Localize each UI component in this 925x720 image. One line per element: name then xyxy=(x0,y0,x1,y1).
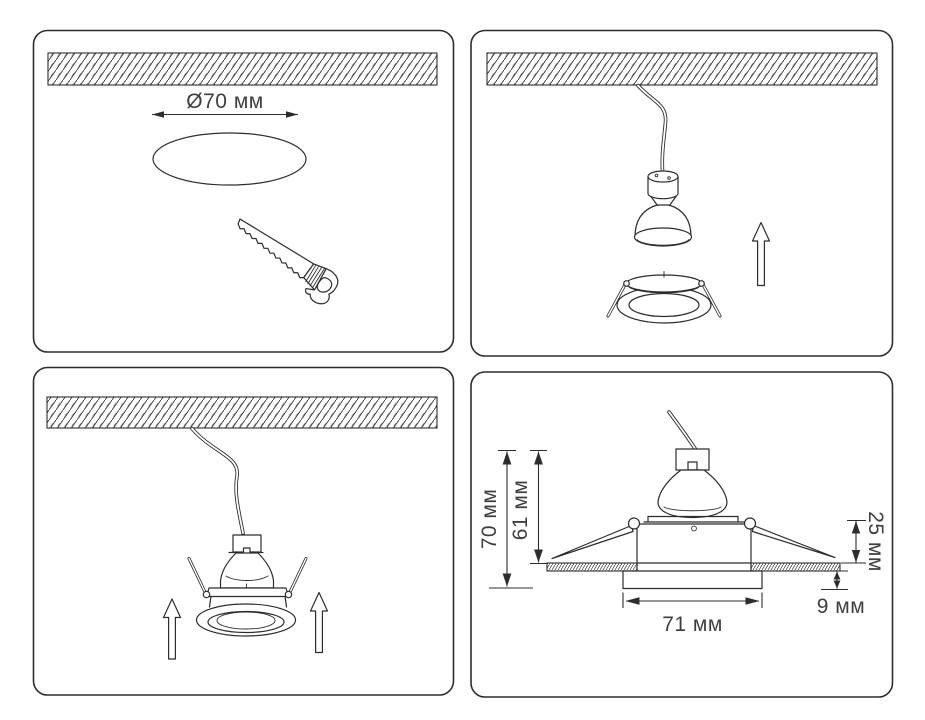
saw-blade xyxy=(237,218,315,279)
panel-step2-insert xyxy=(470,29,894,357)
hole-diameter-dimension xyxy=(152,111,298,118)
lamp-bulb xyxy=(633,170,693,247)
trim-ring xyxy=(622,570,763,590)
panel-step4-dimensions: 70 мм 61 мм 25 мм 9 мм 71 мм xyxy=(470,371,894,698)
dimension-spring-range: 25 мм xyxy=(841,511,887,572)
handsaw-icon xyxy=(237,218,339,305)
mounting-ring xyxy=(606,271,722,324)
spring-pivot-left xyxy=(202,590,211,599)
power-wire xyxy=(667,410,698,452)
spring-clip-left xyxy=(606,280,628,318)
total-height-label: 70 мм xyxy=(478,489,501,550)
ring-plate xyxy=(643,515,747,523)
panel-step3-push xyxy=(32,366,455,696)
trim-glass xyxy=(216,611,276,630)
ceiling-cross-section xyxy=(46,396,438,429)
panel-border xyxy=(470,29,894,357)
panel-step1-cutout: Ø70 мм xyxy=(32,29,455,353)
dimension-trim-depth: 9 мм xyxy=(817,570,865,618)
spring-pivot-left xyxy=(627,517,641,530)
lamp-socket-top xyxy=(647,170,679,183)
spring-clip-right xyxy=(288,557,308,594)
up-arrow-icon xyxy=(751,221,771,287)
cutout-hole xyxy=(152,132,307,186)
dimension-trim-diameter: 71 мм xyxy=(622,592,763,636)
bulb-neck xyxy=(650,195,677,207)
trim-diameter-label: 71 мм xyxy=(662,613,723,636)
spring-pivot-right xyxy=(743,517,757,530)
ceiling-right xyxy=(750,562,841,572)
power-wire xyxy=(636,83,668,173)
spring-pivot-right xyxy=(698,280,705,287)
panel-border xyxy=(32,29,455,353)
ring-top-opening xyxy=(625,274,703,293)
dimension-recessed-height: 61 мм xyxy=(509,449,548,565)
recessed-height-label: 61 мм xyxy=(509,480,532,541)
spring-range-label: 25 мм xyxy=(864,511,887,572)
ring-plate xyxy=(205,587,290,598)
fixture-body xyxy=(636,523,752,564)
lamp-socket-body xyxy=(647,175,679,200)
up-arrow-icon-left xyxy=(162,598,182,660)
ceiling-cross-section xyxy=(47,52,438,86)
spring-pivot-left xyxy=(623,280,630,287)
spring-pivot-right xyxy=(284,590,293,599)
hole-diameter-label: Ø70 мм xyxy=(186,90,263,113)
spring-clip-left xyxy=(187,557,207,594)
dimension-total-height: 70 мм xyxy=(478,449,533,589)
power-wire xyxy=(190,426,245,535)
ceiling-left xyxy=(546,562,638,572)
saw-handle-hole xyxy=(316,276,333,293)
spring-clip-right xyxy=(700,280,722,318)
ceiling-cross-section xyxy=(486,52,878,86)
trim-wall xyxy=(208,595,288,608)
ring-flange-inner xyxy=(628,292,700,318)
bulb-rim xyxy=(633,227,693,247)
recessed-light-assembled xyxy=(187,534,308,637)
up-arrow-icon-right xyxy=(309,591,329,654)
recessed-light-installed xyxy=(546,448,841,590)
lamp-socket xyxy=(675,448,710,471)
bulb-reflector xyxy=(657,469,728,519)
trim-depth-label: 9 мм xyxy=(817,595,865,618)
